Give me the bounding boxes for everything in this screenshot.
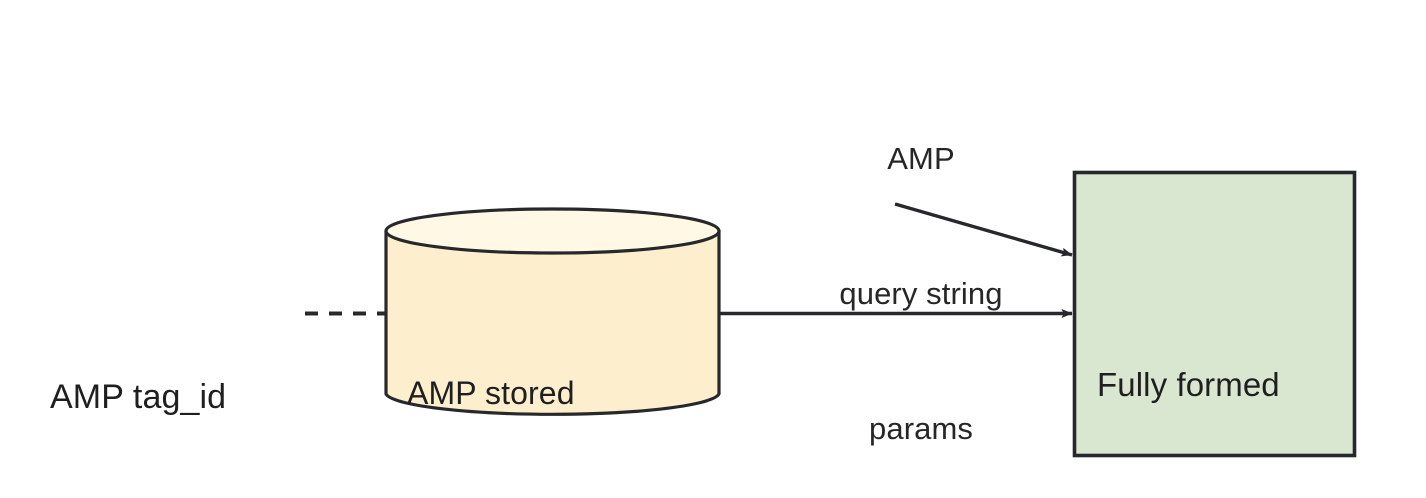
label-amp-tag-id: AMP tag_id — [50, 292, 226, 498]
ortb-box-label: Fully formed ORTB — [1097, 272, 1280, 498]
cylinder-label: AMP stored request template — [407, 281, 647, 498]
query-string-annotation-line-3: params — [869, 411, 973, 446]
cylinder-top — [384, 207, 721, 255]
query-string-annotation-line-1: AMP — [887, 141, 955, 176]
label-amp-tag-id-text: AMP tag_id — [50, 378, 227, 416]
cylinder-label-line-1: AMP stored — [407, 375, 575, 411]
ortb-box-label-line-1: Fully formed — [1097, 366, 1280, 403]
query-string-annotation: AMP query string params — [790, 46, 1052, 498]
query-string-annotation-line-2: query string — [839, 276, 1003, 311]
